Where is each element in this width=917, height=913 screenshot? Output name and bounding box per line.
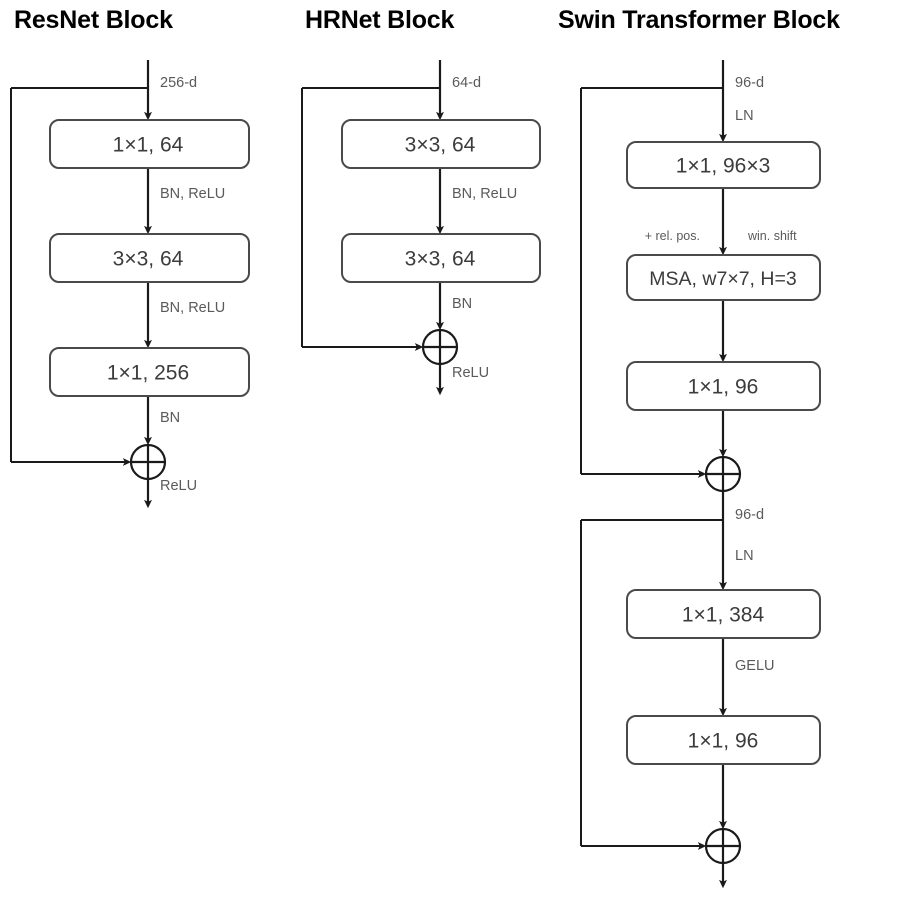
block-box-label: 1×1, 256	[107, 362, 189, 385]
block-box	[626, 715, 821, 765]
edge-label: BN, ReLU	[160, 300, 225, 316]
block-box-label: 1×1, 96×3	[676, 155, 771, 178]
edge-label: BN, ReLU	[452, 186, 517, 202]
diagram-edge-labels: 256-dBN, ReLU BN, ReLU BN ReLU 64-dBN, ReLU B…	[160, 75, 797, 674]
block-box	[49, 119, 250, 169]
block-box	[626, 589, 821, 639]
block-box-label: 3×3, 64	[405, 134, 476, 157]
edge-label: ReLU	[160, 478, 197, 494]
edge-label: ReLU	[452, 365, 489, 381]
block-box-label: MSA, w7×7, H=3	[649, 268, 796, 290]
edge-label: BN	[452, 296, 472, 312]
block-box	[626, 361, 821, 411]
block-box	[341, 233, 541, 283]
edge-label: 64-d	[452, 75, 481, 91]
block-box-label: 3×3, 64	[405, 248, 476, 271]
edge-label: BN	[160, 410, 180, 426]
edge-label: LN	[735, 548, 754, 564]
block-box	[49, 233, 250, 283]
block-box-label: 1×1, 96	[688, 730, 759, 753]
column-title-hrnet: HRNet Block	[305, 6, 455, 34]
edge-label: 256-d	[160, 75, 197, 91]
block-box-label: 3×3, 64	[113, 248, 184, 271]
diagram-boxes: 1×1, 64 3×3, 64 1×1, 256 3×3, 64 3×3, 64 1×1,…	[49, 119, 821, 865]
edge-label: GELU	[735, 658, 775, 674]
block-box	[341, 119, 541, 169]
edge-label: + rel. pos.	[645, 229, 700, 243]
block-box	[49, 347, 250, 397]
block-box-label: 1×1, 64	[113, 134, 184, 157]
edge-label: BN, ReLU	[160, 186, 225, 202]
diagram-wires	[10, 60, 727, 889]
edge-label: win. shift	[747, 229, 797, 243]
edge-label: LN	[735, 108, 754, 124]
block-box-label: 1×1, 96	[688, 376, 759, 399]
block-box	[626, 141, 821, 189]
column-title-swin: Swin Transformer Block	[558, 6, 840, 34]
edge-label: 96-d	[735, 75, 764, 91]
block-box-label: 1×1, 384	[682, 604, 765, 627]
edge-label: 96-d	[735, 507, 764, 523]
block-box	[626, 254, 821, 301]
column-title-resnet: ResNet Block	[14, 6, 173, 34]
